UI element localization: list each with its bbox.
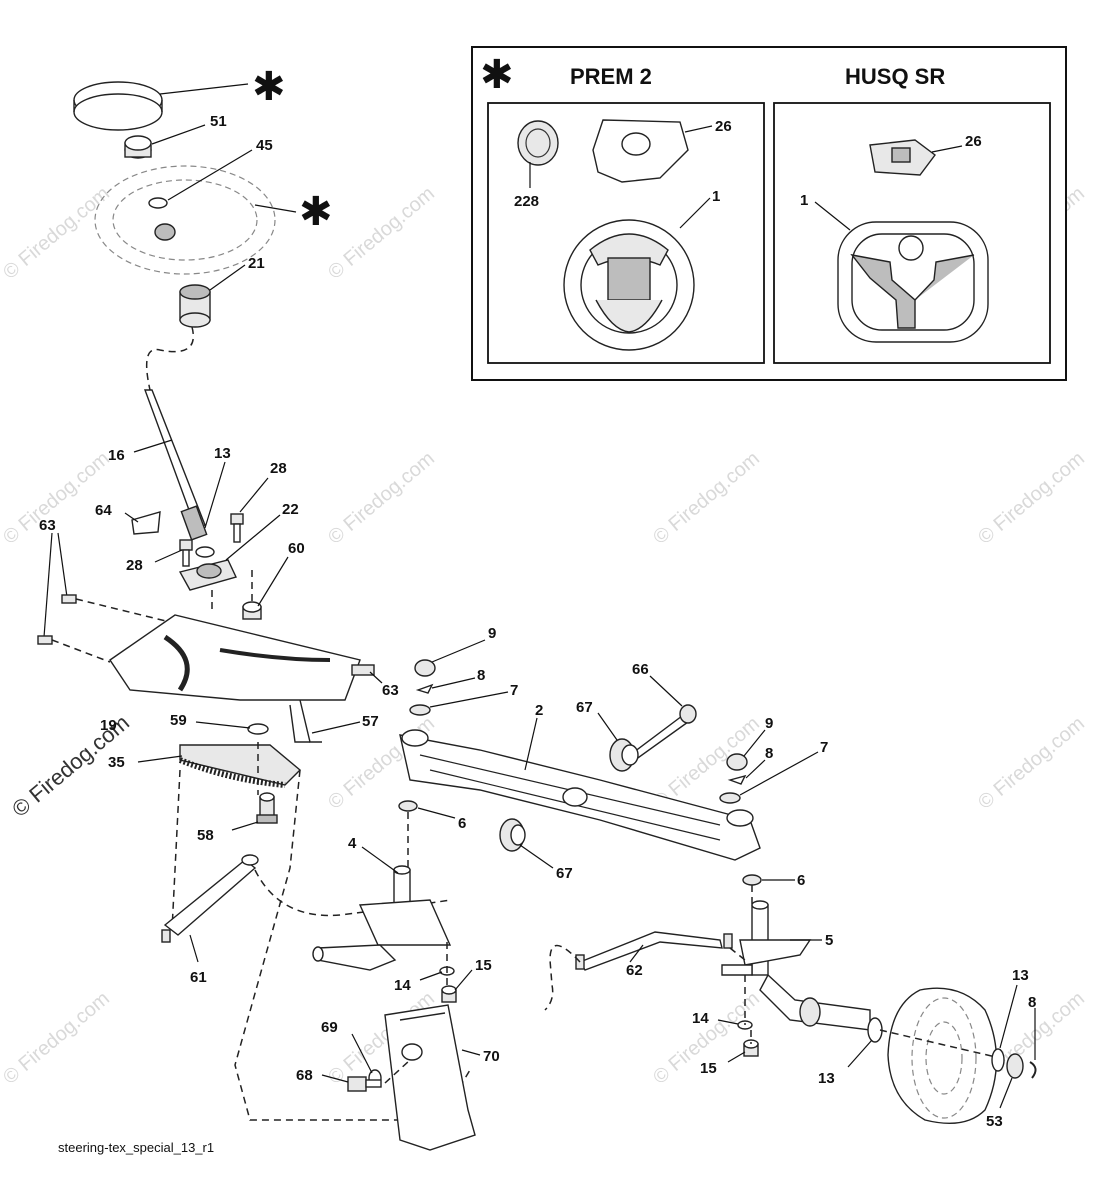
watermark: © Firedog.com xyxy=(974,447,1089,548)
prem2-cap-icon xyxy=(592,119,689,183)
callout-15: 15 xyxy=(700,1060,717,1077)
callout-67: 67 xyxy=(576,699,593,716)
callout-14: 14 xyxy=(692,1010,709,1027)
callout-66: 66 xyxy=(632,661,649,678)
callout-63: 63 xyxy=(39,517,56,534)
callout-68: 68 xyxy=(296,1067,313,1084)
front-axle-part-2 xyxy=(399,729,761,861)
callout-13: 13 xyxy=(818,1070,835,1087)
bolt-part-28 xyxy=(230,513,244,543)
star-icon: ✱ xyxy=(252,64,286,110)
callout-5: 5 xyxy=(825,932,833,949)
inset-star-icon: ✱ xyxy=(480,52,514,98)
steering-shaft-part-16 xyxy=(143,389,208,541)
spindle-left-part-4 xyxy=(312,865,452,971)
spline-adapter-part-21 xyxy=(179,284,211,328)
callout-61: 61 xyxy=(190,969,207,986)
front-wheel-part xyxy=(887,987,998,1125)
callout-53: 53 xyxy=(986,1113,1003,1130)
callout-19: 19 xyxy=(100,717,117,734)
callout-8: 8 xyxy=(1028,994,1036,1011)
tie-rod-part-62 xyxy=(575,931,733,971)
sector-gear-part-35 xyxy=(178,744,302,788)
callout-21: 21 xyxy=(248,255,265,272)
prem2-emblem-icon xyxy=(517,120,559,166)
callout-51: 51 xyxy=(210,113,227,130)
husq-steering-wheel-icon xyxy=(837,221,989,343)
star-icon: ✱ xyxy=(299,189,333,235)
callout-35: 35 xyxy=(108,754,125,771)
callout-45: 45 xyxy=(256,137,273,154)
callout-9: 9 xyxy=(488,625,496,642)
callout-228: 228 xyxy=(514,193,539,210)
nut-part-51 xyxy=(124,135,152,159)
pivot-bolt-part-66 xyxy=(628,704,697,761)
inset-title-husq-sr: HUSQ SR xyxy=(845,64,945,89)
bolt-part-28 xyxy=(179,539,193,567)
watermark: © Firedog.com xyxy=(649,447,764,548)
callout-1: 1 xyxy=(800,192,808,209)
bolt-part-68 xyxy=(347,1076,382,1092)
callout-60: 60 xyxy=(288,540,305,557)
callout-6: 6 xyxy=(797,872,805,889)
callout-62: 62 xyxy=(626,962,643,979)
inset-title-prem2: PREM 2 xyxy=(570,64,652,89)
callout-6: 6 xyxy=(458,815,466,832)
callout-2: 2 xyxy=(535,702,543,719)
steering-top-group: ✱ 51 45 ✱ 21 16 xyxy=(73,64,333,620)
bushing-part-58 xyxy=(256,792,278,824)
callout-26: 26 xyxy=(715,118,732,135)
callout-58: 58 xyxy=(197,827,214,844)
spindle-right-part-5 xyxy=(721,900,871,1031)
callout-7: 7 xyxy=(820,739,828,756)
callout-22: 22 xyxy=(282,501,299,518)
callout-15: 15 xyxy=(475,957,492,974)
bracket-part-70 xyxy=(384,1004,476,1151)
nut-part-60 xyxy=(242,601,262,620)
callout-63: 63 xyxy=(382,682,399,699)
callout-8: 8 xyxy=(477,667,485,684)
callout-70: 70 xyxy=(483,1048,500,1065)
callout-64: 64 xyxy=(95,502,112,519)
bushing-part-67 xyxy=(499,818,526,852)
inset-panel: ✱ PREM 2 HUSQ SR xyxy=(471,46,1067,381)
prem2-steering-wheel-icon xyxy=(563,219,695,351)
watermark: © Firedog.com xyxy=(324,447,439,548)
nut-part-15 xyxy=(441,985,457,1003)
callout-14: 14 xyxy=(394,977,411,994)
watermark: © Firedog.com xyxy=(0,987,114,1088)
callout-26: 26 xyxy=(965,133,982,150)
watermark: © Firedog.com xyxy=(0,182,114,283)
callout-4: 4 xyxy=(348,835,357,852)
callout-59: 59 xyxy=(170,712,187,729)
callout-9: 9 xyxy=(765,715,773,732)
bushing-part-67 xyxy=(609,738,639,772)
watermark: © Firedog.com xyxy=(974,712,1089,813)
callout-57: 57 xyxy=(362,713,379,730)
diagram-footer-label: steering-tex_special_13_r1 xyxy=(58,1140,214,1155)
callout-16: 16 xyxy=(108,447,125,464)
callout-8: 8 xyxy=(765,745,773,762)
callout-28: 28 xyxy=(126,557,143,574)
watermark: © Firedog.com xyxy=(324,182,439,283)
callout-67: 67 xyxy=(556,865,573,882)
callout-13: 13 xyxy=(1012,967,1029,984)
drag-link-part-61 xyxy=(161,854,259,943)
watermark: © Firedog.com xyxy=(0,447,114,548)
callout-7: 7 xyxy=(510,682,518,699)
callout-28: 28 xyxy=(270,460,287,477)
bearing-plate-part-22 xyxy=(178,546,237,591)
husq-emblem-cap-icon xyxy=(869,139,936,176)
callout-1: 1 xyxy=(712,188,720,205)
callout-13: 13 xyxy=(214,445,231,462)
callout-69: 69 xyxy=(321,1019,338,1036)
steering-bracket-group: 63 63 57 19 59 35 58 xyxy=(37,517,471,1121)
